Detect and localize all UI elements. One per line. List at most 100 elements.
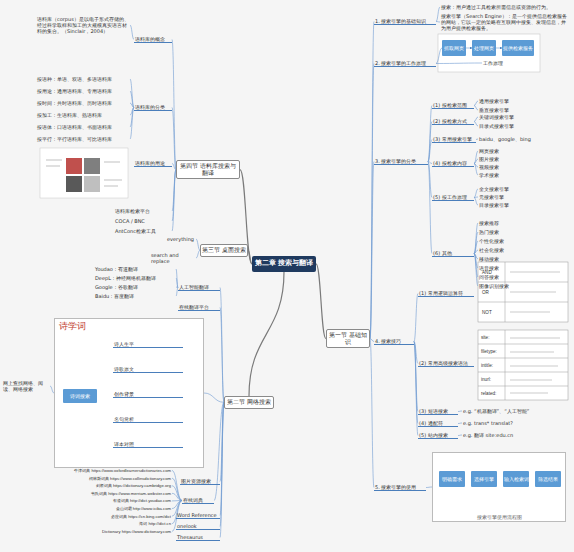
leaf-topic: 金山词霸 http://www.iciba.com (40, 506, 172, 511)
topic-text: 搜索引擎使用流程图 (433, 514, 565, 520)
topic-text: 2. 搜索引擎的工作原理 (375, 60, 435, 66)
section-topic: 第二节 网络搜索 (224, 396, 274, 409)
section-topic: 第三节 桌面搜索 (200, 244, 248, 257)
topic-text: 1. 搜索引擎的基础知识 (375, 18, 435, 24)
image-frame (438, 34, 540, 72)
branch-line (436, 63, 482, 65)
topic-text: 图片资源搜索 (181, 478, 219, 484)
subtopic: 人工智能翻译 (178, 284, 220, 291)
leaf-topic: 全文搜索引擎 (478, 186, 568, 192)
topic-text: 全文搜索引擎 (479, 186, 567, 192)
branch-line (476, 139, 478, 141)
leaf-topic: 社会化搜索 (478, 247, 568, 253)
leaf-topic: 按语体：口语语料库、书面语料库 (36, 124, 130, 130)
topic-text: Baidu：百度翻译 (95, 293, 175, 299)
topic-text: 3. 搜索引擎的分类 (375, 158, 427, 164)
branch-line (474, 223, 478, 254)
topic-text: e.g. trans* translat? (463, 420, 567, 426)
branch-line (316, 264, 326, 339)
topic-text: 目录式搜索引擎 (479, 123, 567, 129)
table-cell-text: intitle: (481, 363, 493, 368)
branch-line (458, 411, 462, 413)
branch-line (474, 106, 478, 111)
topic-text: 牛津词典 https://www.oxfordlearnersdictionar… (41, 468, 171, 473)
process-box: 诗词搜索 (63, 389, 97, 403)
topic-text: 选择引擎 (474, 476, 494, 482)
leaf-topic: 按加工：生语料库、熟语料库 (36, 112, 130, 118)
branch-line (370, 22, 374, 339)
branch-line (474, 117, 478, 122)
table-cell-text: inurl: (481, 377, 491, 382)
leaf-topic: 搜索：用户通过工具检索所需信息或资源的行为。 (440, 4, 570, 10)
subtopic: (2) 常用高级搜索语法 (418, 360, 474, 367)
topic-text: everything (167, 236, 195, 242)
leaf-topic: 垂直搜索引擎 (478, 107, 568, 113)
topic-text: 诗词搜索 (70, 393, 90, 399)
process-box: 抓取网页 (442, 40, 466, 56)
subtopic: (4) 按检索内容 (432, 160, 474, 167)
topic-text: 第二节 网络搜索 (226, 399, 272, 406)
branch-line (474, 198, 478, 206)
branch-line (428, 162, 432, 254)
leaf-topic: 网上查找网络、阅读、网络搜索 (2, 380, 50, 392)
leaf-topic: 个性化搜索 (478, 238, 568, 244)
table-cell-text: NOT (482, 310, 492, 315)
topic-text: e.g. 翻译 site:edu.cn (463, 432, 567, 438)
leaf-topic: Google：谷歌翻译 (94, 284, 176, 290)
leaf-topic: 目录搜索引擎 (478, 202, 568, 208)
image-frame: 诗学词诗词搜索诗人生平诗歌原文创作背景名句赏析译本对照 (54, 318, 204, 468)
subtopic: 名句赏析 (113, 416, 183, 423)
topic-text: 第三节 桌面搜索 (202, 247, 246, 254)
subtopic: (3) 常用搜索引擎 (432, 136, 476, 143)
topic-text: (1) 按检索范围 (433, 102, 473, 108)
topic-text: 创作背景 (114, 391, 182, 397)
leaf-topic: 搜索引擎（Search Engine）：是一个提供信息检索服务的网站，它以一定的… (440, 13, 570, 31)
topic-text: 热门搜索 (479, 229, 567, 235)
topic-text: Thesaurus (177, 534, 219, 540)
branch-line (474, 122, 478, 127)
topic-text: 按用途：通用语料库、专用语料库 (37, 88, 129, 94)
subtopic: 4. 搜索技巧 (374, 338, 414, 345)
leaf-topic: 按时间：共时语料库、历时语料库 (36, 100, 130, 106)
leaf-topic: 有道词典 http://dict.youdao.com (40, 498, 172, 503)
topic-text: (4) 按检索内容 (433, 160, 473, 166)
leaf-topic: 按用途：通用语料库、专用语料库 (36, 88, 130, 94)
leaf-topic: e.g. trans* translat? (462, 420, 568, 426)
image-frame: 搜索引擎使用流程图 明确需求 选择引擎 输入检索词筛选结果 (432, 452, 566, 522)
branch-line (172, 471, 182, 501)
topic-text: 语料库的概念 (135, 36, 171, 42)
subtopic: 诗歌原文 (113, 366, 183, 373)
caption-line (46, 160, 122, 186)
topic-text: 输入检索词 (504, 476, 529, 482)
topic-text: (3) 常用搜索引擎 (433, 136, 475, 142)
leaf-topic: 语料库检索平台 (114, 208, 172, 214)
corpus-square (66, 158, 82, 174)
subtopic: (5) 按工作原理 (432, 194, 474, 201)
syntax-table (478, 330, 568, 400)
topic-text: (5) 按工作原理 (433, 194, 473, 200)
topic-text: 搜索引擎（Search Engine）：是一个提供信息检索服务的网站，它以一定的… (441, 13, 569, 31)
topic-text: 译本对照 (114, 441, 182, 447)
subtopic: 译本对照 (113, 441, 183, 448)
topic-text: 在线词典 (183, 497, 213, 503)
section-topic: 第一节 基础知识 (326, 329, 370, 348)
leaf-topic: AntConc检索工具 (114, 228, 172, 234)
topic-text: 语料库（corpus）是以电子形式存储的、经过科学取样和加工的大规模真实语言材料… (37, 16, 129, 34)
topic-text: 明确需求 (442, 476, 462, 482)
table-cell-text: AND (482, 270, 492, 275)
branch-line (458, 423, 462, 425)
leaf-topic: Dictionary https://www.dictionary.com (40, 529, 172, 534)
topic-text: (6) 其他 (433, 250, 473, 256)
process-box: 筛选结果 (535, 471, 561, 487)
leaf-topic: 视频搜索 (478, 164, 568, 170)
topic-text: 按平行：平行语料库、可比语料库 (37, 136, 129, 142)
leaf-topic: DeepL：神经网络机器翻译 (94, 275, 176, 281)
topic-text: COCA / BNC (115, 218, 171, 224)
topic-text: 通用搜索引擎 (479, 98, 567, 104)
table-cell-text: OR (482, 290, 489, 295)
branch-line (370, 64, 374, 339)
branch-line (370, 339, 374, 488)
topic-text: 韦氏词典 https://www.merriam-webster.com (41, 491, 171, 496)
leaf-topic: 热门搜索 (478, 229, 568, 235)
